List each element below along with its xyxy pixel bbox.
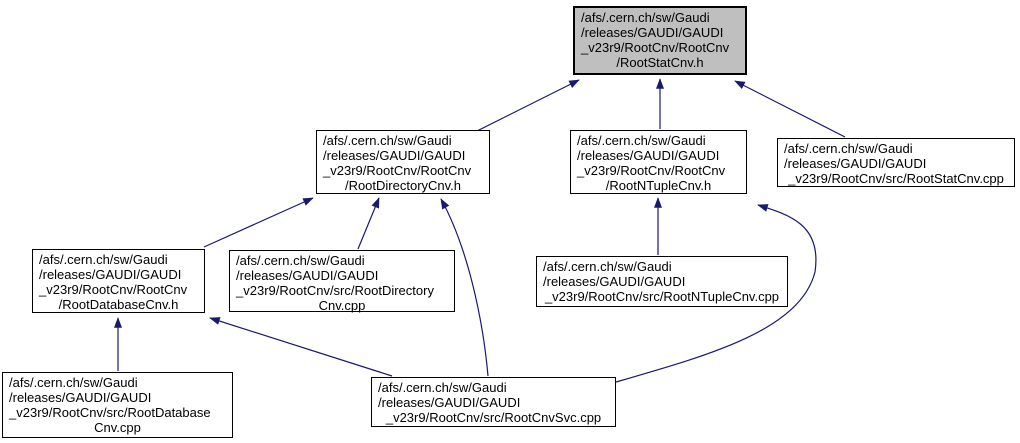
node-rootstatcnv-cpp[interactable]: /afs/.cern.ch/sw/Gaudi /releases/GAUDI/G…	[777, 138, 1015, 187]
edge-rootstatcnv-cpp-to-rootstatcnv-h	[734, 80, 846, 138]
node-label-line: /RootNTupleCnv.h	[605, 178, 712, 193]
node-label-line: _v23r9/RootCnv/RootCnv	[323, 163, 472, 178]
node-label-line: _v23r9/RootCnv/src/RootDatabase	[9, 405, 211, 420]
node-label-line: /RootDirectoryCnv.h	[344, 178, 462, 193]
node-label-line: /releases/GAUDI/GAUDI	[543, 274, 686, 289]
node-label-line: _v23r9/RootCnv/src/RootCnvSvc.cpp	[385, 410, 602, 425]
node-rootdatabasecnv-h[interactable]: /afs/.cern.ch/sw/Gaudi /releases/GAUDI/G…	[32, 249, 205, 313]
node-rootntuplecnv-cpp[interactable]: /afs/.cern.ch/sw/Gaudi /releases/GAUDI/G…	[536, 256, 788, 307]
node-label-line: _v23r9/RootCnv/src/RootDirectory	[236, 283, 434, 298]
node-label-line: /releases/GAUDI/GAUDI	[581, 25, 724, 40]
node-label-line: /afs/.cern.ch/sw/Gaudi	[543, 259, 672, 274]
node-label-line: /releases/GAUDI/GAUDI	[9, 390, 152, 405]
node-label-line: /RootStatCnv.h	[616, 55, 704, 70]
node-label-line: /afs/.cern.ch/sw/Gaudi	[323, 133, 452, 148]
node-rootdirectorycnv-h[interactable]: /afs/.cern.ch/sw/Gaudi /releases/GAUDI/G…	[316, 130, 490, 194]
node-label-line: _v23r9/RootCnv/src/RootStatCnv.cpp	[788, 171, 1004, 186]
node-label-line: /afs/.cern.ch/sw/Gaudi	[9, 375, 138, 390]
node-rootstatcnv-h[interactable]: /afs/.cern.ch/sw/Gaudi /releases/GAUDI/G…	[573, 6, 747, 75]
node-label-line: Cnv.cpp	[318, 298, 366, 313]
node-label-line: _v23r9/RootCnv/src/RootNTupleCnv.cpp	[544, 289, 780, 304]
node-rootcnvsvc-cpp[interactable]: /afs/.cern.ch/sw/Gaudi /releases/GAUDI/G…	[371, 377, 616, 427]
node-label-line: /afs/.cern.ch/sw/Gaudi	[236, 253, 365, 268]
node-label-line: /releases/GAUDI/GAUDI	[236, 268, 379, 283]
edge-rootcnvsvc-cpp-to-rootdatabasecnv-h	[209, 317, 393, 377]
edge-rootdatabasecnv-h-to-rootdirectorycnv-h	[203, 197, 314, 248]
node-rootdirectorycnv-cpp[interactable]: /afs/.cern.ch/sw/Gaudi /releases/GAUDI/G…	[229, 250, 455, 313]
edge-rootdirectorycnv-cpp-to-rootdirectorycnv-h	[357, 197, 380, 250]
node-label-line: /afs/.cern.ch/sw/Gaudi	[784, 141, 913, 156]
node-label-line: /afs/.cern.ch/sw/Gaudi	[581, 10, 710, 25]
node-label-line: _v23r9/RootCnv/RootCnv	[577, 163, 726, 178]
node-label-line: /releases/GAUDI/GAUDI	[577, 148, 720, 163]
node-label-line: /RootDatabaseCnv.h	[58, 297, 179, 312]
node-label-line: /releases/GAUDI/GAUDI	[323, 148, 466, 163]
edge-rootcnvsvc-cpp-to-rootdirectorycnv-h	[440, 198, 489, 377]
edge-rootdirectorycnv-h-to-rootstatcnv-h	[476, 79, 580, 132]
node-label-line: /releases/GAUDI/GAUDI	[378, 395, 521, 410]
node-label-line: Cnv.cpp	[94, 420, 141, 435]
node-label-line: _v23r9/RootCnv/RootCnv	[581, 40, 730, 55]
node-label-line: /releases/GAUDI/GAUDI	[39, 267, 182, 282]
edge-rootcnvsvc-cpp-to-rootntuplecnv-h	[615, 204, 817, 383]
node-label-line: /afs/.cern.ch/sw/Gaudi	[39, 252, 168, 267]
node-rootdatabasecnv-cpp[interactable]: /afs/.cern.ch/sw/Gaudi /releases/GAUDI/G…	[2, 372, 233, 438]
node-label-line: /releases/GAUDI/GAUDI	[784, 156, 927, 171]
node-label-line: /afs/.cern.ch/sw/Gaudi	[378, 380, 507, 395]
node-label-line: /afs/.cern.ch/sw/Gaudi	[577, 133, 706, 148]
node-rootntuplecnv-h[interactable]: /afs/.cern.ch/sw/Gaudi /releases/GAUDI/G…	[570, 130, 747, 194]
node-label-line: _v23r9/RootCnv/RootCnv	[39, 282, 188, 297]
